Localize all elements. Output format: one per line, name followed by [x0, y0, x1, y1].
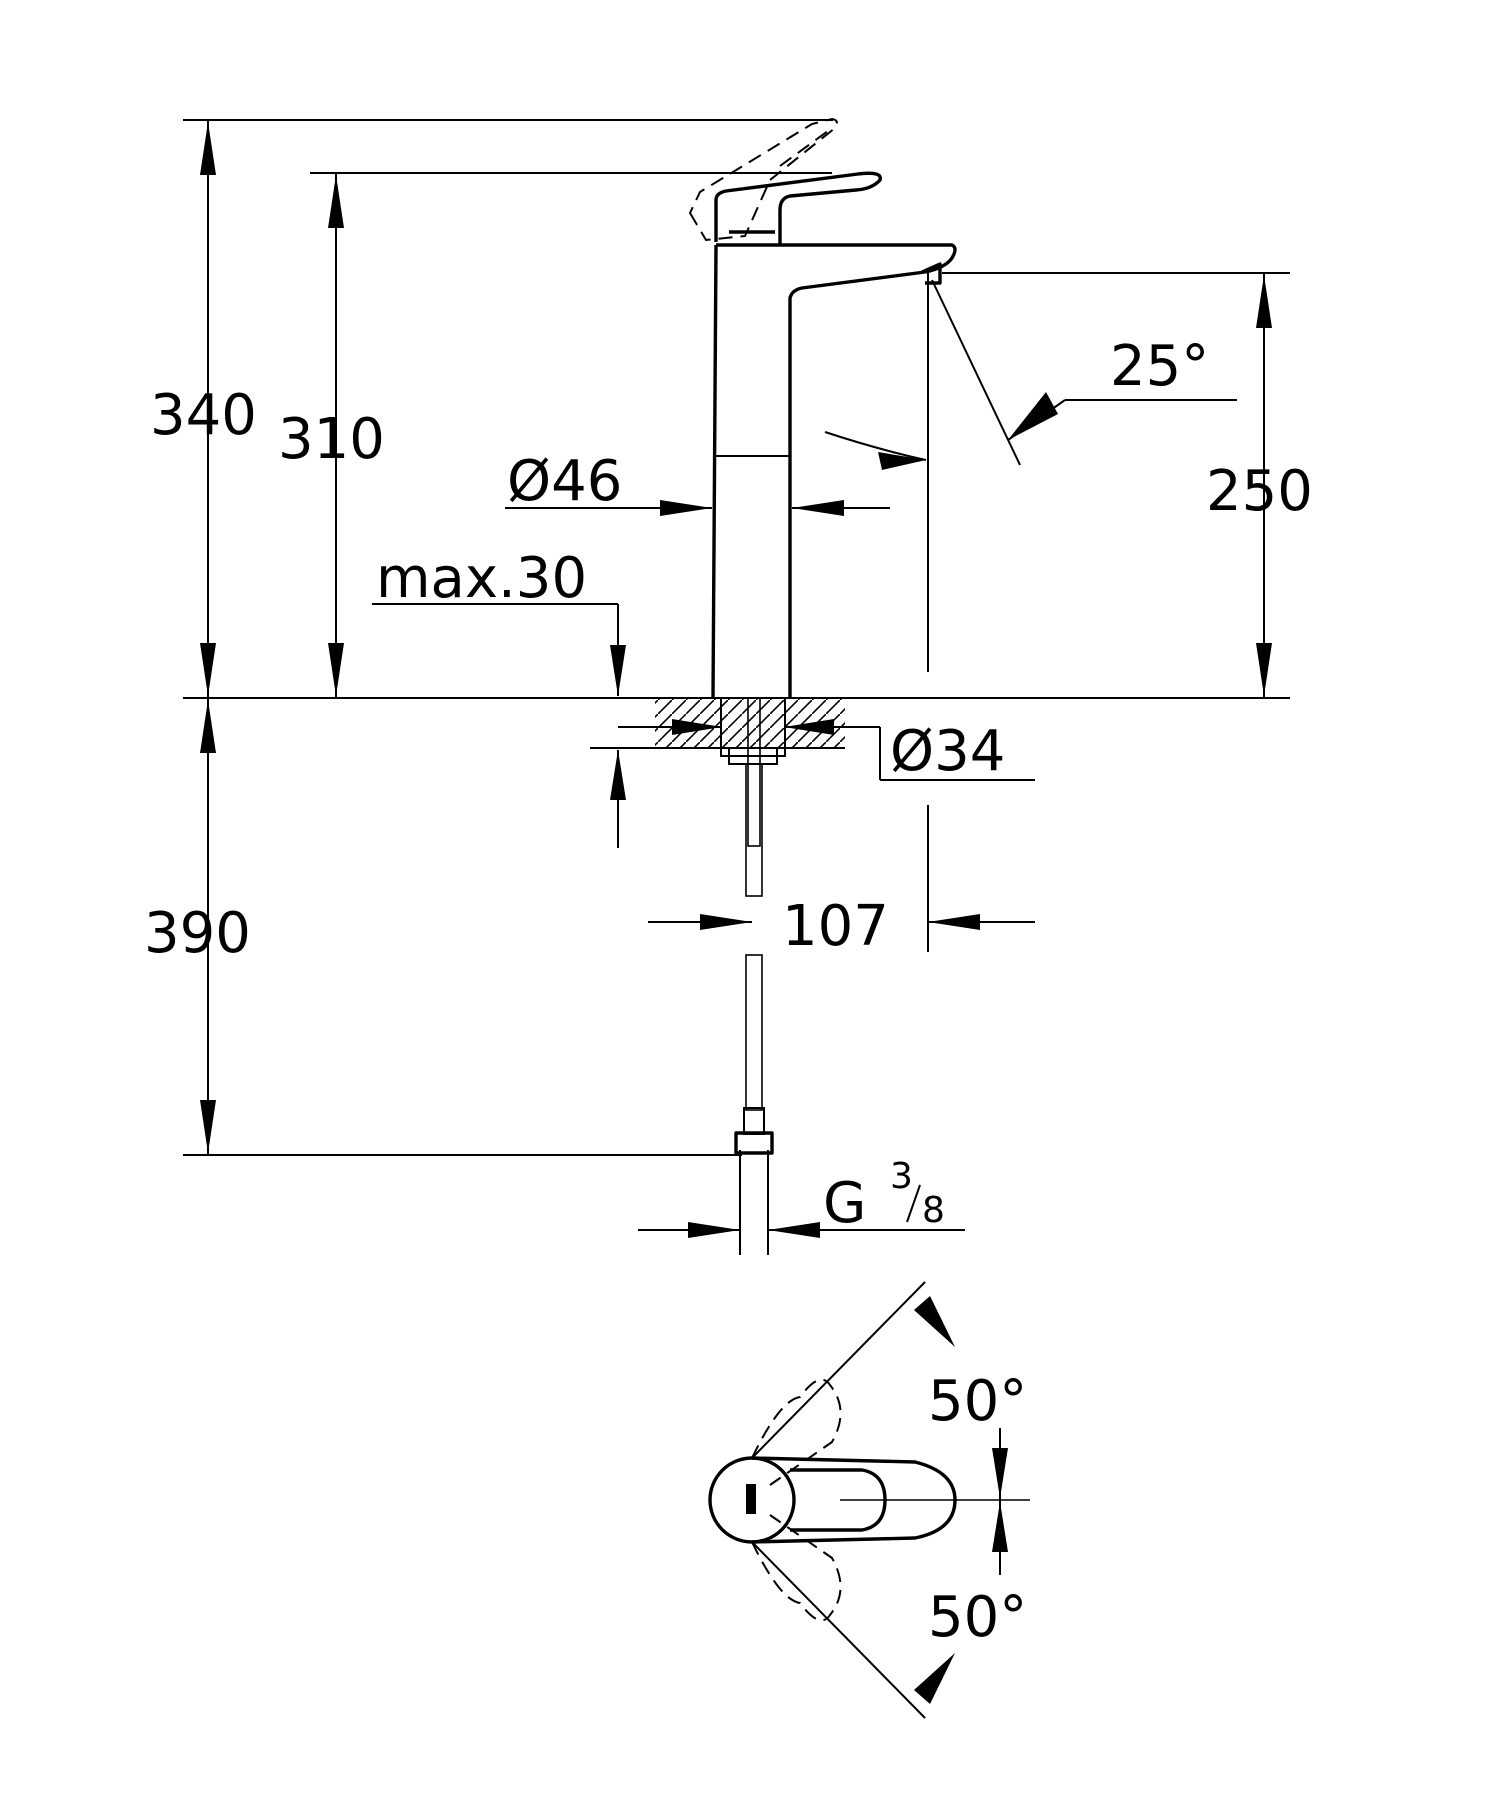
dim-max-thickness: max.30 [372, 546, 655, 848]
supply-hose [734, 763, 774, 1255]
dim-390: 390 [144, 700, 742, 1156]
dim-310-label: 310 [278, 407, 385, 472]
dim-spout-angle-label: 25° [1110, 334, 1209, 399]
spout-underside [788, 270, 926, 698]
dim-connection-label: G [823, 1171, 866, 1236]
body-left-edge [711, 244, 718, 699]
dim-340: 340 [150, 119, 833, 1155]
dim-250: 250 [942, 272, 1313, 698]
threaded-rod [747, 697, 761, 847]
dim-340-label: 340 [150, 383, 257, 448]
dim-spout-angle: 25° [824, 273, 1237, 672]
hose-fitting [739, 1150, 769, 1255]
dim-250-label: 250 [1206, 459, 1313, 524]
aerator-mark [746, 1484, 756, 1514]
dim-body-diameter: Ø46 [505, 449, 890, 516]
lever-raised-inner [779, 127, 833, 167]
hose-ferrule [743, 1107, 765, 1135]
lever [714, 171, 882, 244]
hose-upper [745, 763, 763, 897]
dim-shank-diameter: Ø34 [618, 719, 1035, 784]
rotation-down-label: 50° [928, 1585, 1027, 1650]
lever-rotated-up [751, 1378, 842, 1486]
hose-nut [734, 1131, 774, 1155]
hose-lower [745, 954, 763, 1111]
dim-connection-slash [906, 1184, 921, 1223]
spout-top [716, 243, 957, 274]
dim-body-diameter-label: Ø46 [507, 449, 622, 514]
dim-connection-numerator: 3 [890, 1156, 913, 1197]
dim-max-thickness-label: max.30 [376, 546, 587, 611]
dim-connection: G 3 8 [638, 1156, 965, 1238]
dim-projection-label: 107 [782, 894, 889, 959]
dim-shank-diameter-label: Ø34 [890, 719, 1005, 784]
rotation-up-label: 50° [928, 1369, 1027, 1434]
dim-connection-denominator: 8 [922, 1190, 945, 1231]
dim-projection: 107 [648, 805, 1035, 959]
faucet-top-view: 50° 50° [708, 1281, 1030, 1719]
dim-310: 310 [278, 172, 832, 698]
countertop-section [183, 697, 1290, 847]
dim-390-label: 390 [144, 901, 251, 966]
lever-rotated-down [751, 1514, 842, 1622]
faucet-side-view [688, 117, 957, 699]
